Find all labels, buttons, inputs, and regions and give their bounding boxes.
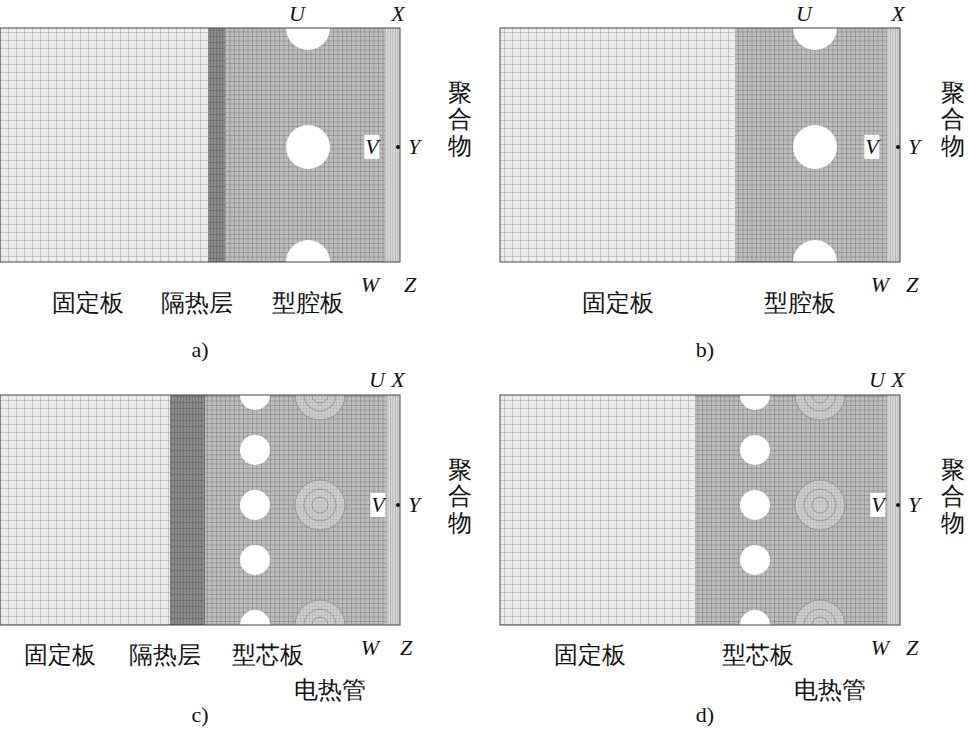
point-letter: X [390, 368, 405, 392]
point-letter: Y [407, 493, 421, 517]
point-letter: X [890, 368, 905, 392]
point-letter: U [868, 368, 886, 392]
point-letter: Y [907, 135, 921, 159]
region-label: 聚合物 [941, 457, 965, 536]
part-name: 型腔板 [272, 290, 344, 316]
point-letter: Z [403, 273, 417, 297]
region-label: 聚合物 [448, 457, 472, 536]
point-letter: V [364, 135, 379, 159]
point-letter: W [360, 273, 380, 297]
point-letter: W [870, 636, 890, 660]
point-letter: V [370, 493, 385, 517]
part-name: 固定板 [24, 642, 96, 668]
part-name: 型芯板 [232, 642, 304, 668]
panel-label: c) [191, 703, 208, 727]
point-letter: U [368, 368, 386, 392]
part-name: 隔热层 [161, 290, 233, 316]
part-name: 电热管 [294, 677, 366, 703]
part-name: 隔热层 [129, 642, 201, 668]
point-letter: Y [407, 135, 421, 159]
point-letter: W [870, 273, 890, 297]
panel-label: b) [696, 338, 714, 362]
part-name: 电热管 [794, 677, 866, 703]
point-letter: V [864, 135, 879, 159]
region-label: 聚合物 [941, 80, 965, 159]
point-letter: X [390, 2, 405, 26]
point-letter: W [360, 636, 380, 660]
panel-label: d) [696, 703, 714, 727]
part-name: 固定板 [52, 290, 124, 316]
point-letter: Z [905, 273, 919, 297]
point-letter: U [795, 2, 813, 26]
part-name: 型腔板 [764, 290, 836, 316]
part-name: 型芯板 [722, 642, 794, 668]
part-name: 固定板 [582, 290, 654, 316]
point-letter: Z [905, 636, 919, 660]
point-letter: U [288, 2, 306, 26]
panel-label: a) [191, 338, 208, 362]
point-letter: Z [399, 636, 413, 660]
region-label: 聚合物 [448, 80, 472, 159]
point-letter: V [870, 493, 885, 517]
point-letter: X [890, 2, 905, 26]
part-name: 固定板 [554, 642, 626, 668]
point-letter: Y [907, 493, 921, 517]
